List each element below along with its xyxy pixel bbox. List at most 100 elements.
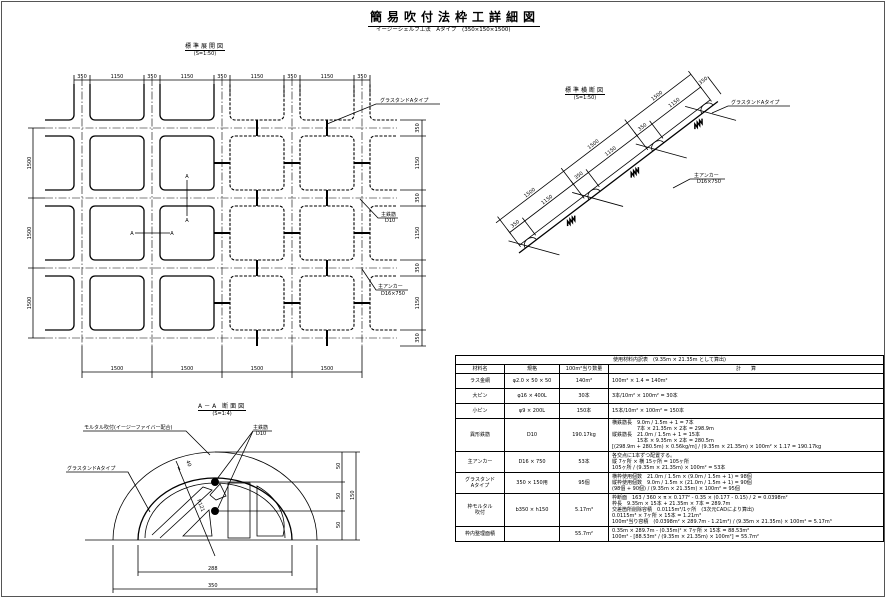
glasstand-profile — [700, 102, 714, 114]
top-dimension-label: 350 — [357, 74, 367, 80]
main-anchor — [685, 105, 737, 121]
plan-view-scale: (S=1:50) — [193, 51, 217, 57]
aa-dim-radius: R121 — [195, 499, 205, 513]
ground-hatch-icon — [694, 118, 703, 130]
aa-section-view: 50 50 50 150 288 350 R121 40 モルタル吹付(イージー… — [66, 424, 360, 593]
header-calculation: 計 算 — [608, 364, 884, 374]
main-anchor — [508, 240, 560, 256]
dimension-line — [509, 86, 701, 233]
right-dimension-label: 1150 — [415, 297, 421, 310]
plan-callouts: グラスタンドAタイプ 主鉄筋 D10 主アンカー D16×750 — [326, 97, 440, 297]
dimension-extension — [649, 120, 664, 139]
material-quantity: 150本 — [559, 403, 609, 419]
dimension-extension — [560, 167, 575, 186]
frame-opening — [45, 275, 75, 331]
material-spec: b350 × h150 — [504, 493, 560, 527]
top-dimension-label: 1150 — [251, 74, 264, 80]
inner-dimension-label: 350 — [510, 219, 521, 230]
material-spec: φ2.0 × 50 × 50 — [504, 373, 560, 389]
frame-opening — [299, 135, 355, 191]
dimension-extension — [624, 119, 639, 138]
top-dimension-label: 1150 — [321, 74, 334, 80]
material-quantity: 190.17kg — [559, 418, 609, 452]
header-spec: 規格 — [504, 364, 560, 374]
inner-dimension-label: 350 — [573, 171, 584, 182]
frame-opening — [89, 275, 145, 331]
material-quantity: 53本 — [559, 451, 609, 473]
material-name: 大ピン — [455, 388, 505, 404]
right-dimension-label: 1150 — [415, 227, 421, 240]
frame-opening — [369, 84, 397, 121]
left-dimension-label: 1500 — [27, 297, 33, 310]
main-anchor — [572, 192, 624, 207]
material-calculation: 3本/10m² × 100m² = 30本 — [608, 388, 884, 404]
aa-section-title: A－A 断面図 (S=1:4) — [198, 404, 247, 417]
drawing-title: 簡易吹付法枠工詳細図 — [368, 8, 541, 27]
top-dimension-label: 1150 — [181, 74, 194, 80]
glasstand-profile — [587, 188, 601, 200]
frame-opening — [89, 135, 145, 191]
frame-opening — [229, 84, 285, 121]
aa-mortar-label: モルタル吹付(イージーファイバー配合) — [84, 424, 172, 431]
plan-grid — [45, 84, 397, 331]
dimension-extension — [688, 70, 703, 89]
inner-dimension-label: 1150 — [668, 97, 682, 109]
dimension-extension — [585, 169, 600, 188]
material-calculation: 横枠使用個数 21.0m / 1.5m × (9.0m / 1.5m + 1) … — [608, 472, 884, 494]
material-spec: φ16 × 400L — [504, 388, 560, 404]
top-dimension-label: 350 — [217, 74, 227, 80]
top-dimension-label: 350 — [287, 74, 297, 80]
dimension-extension — [497, 216, 512, 235]
aa-dim-inner-width: 288 — [208, 566, 218, 572]
aa-rebar-label: 主鉄筋 — [253, 424, 268, 431]
frame-opening — [45, 135, 75, 191]
ground-hatch-icon — [630, 166, 640, 179]
aa-dim-outer-width: 350 — [208, 583, 218, 589]
material-name: ラス金網 — [455, 373, 505, 389]
right-dimension-label: 350 — [415, 123, 421, 133]
aa-dim-h1: 50 — [336, 463, 342, 469]
material-spec: D10 — [504, 418, 560, 452]
frame-opening — [299, 205, 355, 261]
aa-dim-cover: 40 — [184, 460, 192, 468]
top-dimension-label: 1150 — [111, 74, 124, 80]
frame-opening — [299, 275, 355, 331]
plan-glasstand-label: グラスタンドAタイプ — [380, 97, 428, 104]
dimension-extension — [522, 217, 537, 236]
material-spec: 350 × 150用 — [504, 472, 560, 494]
dimension-extension — [707, 76, 722, 95]
frame-opening — [299, 84, 355, 121]
frame-opening — [159, 84, 215, 121]
left-dimension-label: 1500 — [27, 227, 33, 240]
plan-rebar-label: 主鉄筋 — [381, 211, 396, 218]
right-dimension-label: 350 — [415, 263, 421, 273]
slope-surface — [518, 101, 719, 254]
aa-dim-h2: 50 — [336, 493, 342, 499]
plan-rebar-spec: D10 — [385, 218, 395, 224]
aa-dim-h3: 50 — [336, 522, 342, 528]
frame-opening — [89, 84, 145, 121]
material-quantity: 95個 — [559, 472, 609, 494]
outer-dimension-label: 1500 — [587, 138, 601, 150]
bottom-dimension-label: 1500 — [181, 366, 194, 372]
dimension-line — [495, 74, 692, 224]
section-mark-a: A — [185, 174, 189, 180]
material-name: グラスタンド Aタイプ — [455, 472, 505, 494]
section-mark-a: A — [170, 231, 174, 237]
section-mark-a: A — [185, 218, 189, 224]
frame-opening — [229, 205, 285, 261]
cross-section-name: 標準横断図 — [565, 87, 606, 95]
material-quantity: 5.17m³ — [559, 493, 609, 527]
right-dimension-label: 350 — [415, 333, 421, 343]
frame-opening — [159, 275, 215, 331]
glasstand-profile — [651, 140, 665, 152]
frame-opening — [45, 205, 75, 261]
material-name: 主アンカー — [455, 451, 505, 473]
